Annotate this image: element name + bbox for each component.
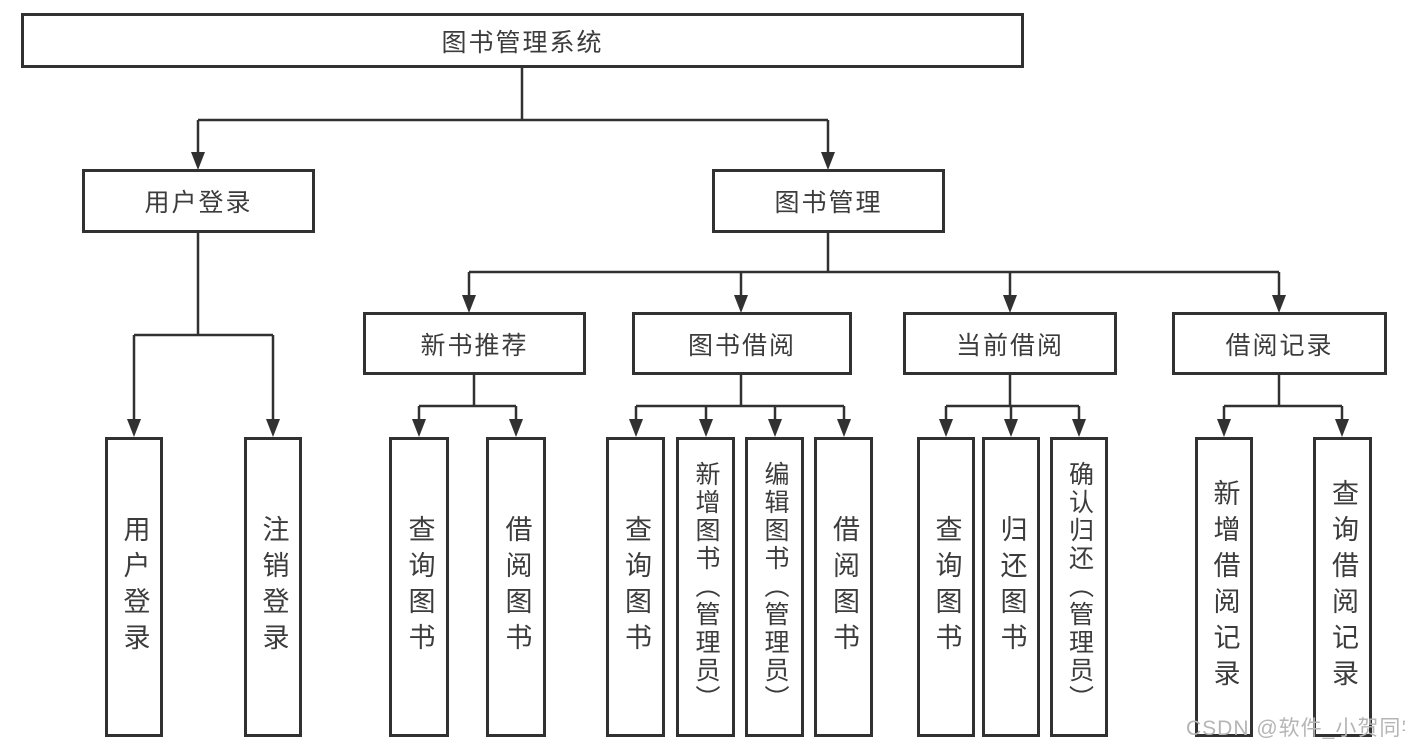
csdn-watermark: CSDN @软件_小贺同学 <box>1186 717 1405 740</box>
leaf-confirm-return-admin-label: 确认归还（管理员） <box>1065 461 1094 713</box>
leaf-add-borrow-record: 新增借阅记录 <box>1195 437 1253 737</box>
connector-borrowing-to-leaves <box>634 375 846 421</box>
leaf-query-books-borrowing-label: 查询图书 <box>621 515 651 659</box>
leaf-query-borrow-record: 查询借阅记录 <box>1313 437 1372 737</box>
connector-userlogin-to-leaves <box>132 233 275 421</box>
node-new-book-recommend-label: 新书推荐 <box>420 331 529 360</box>
node-root-label: 图书管理系统 <box>441 28 604 57</box>
node-user-login-branch: 用户登录 <box>82 169 315 233</box>
node-book-borrowing-label: 图书借阅 <box>687 331 796 360</box>
leaf-user-login: 用户登录 <box>105 437 163 737</box>
node-root: 图书管理系统 <box>21 13 1024 68</box>
leaf-confirm-return-admin: 确认归还（管理员） <box>1050 437 1108 737</box>
node-borrowing-records-label: 借阅记录 <box>1225 331 1334 360</box>
node-book-borrowing: 图书借阅 <box>632 312 852 375</box>
node-new-book-recommend: 新书推荐 <box>363 312 586 375</box>
leaf-query-books-recommend-label: 查询图书 <box>404 515 435 659</box>
leaf-logout: 注销登录 <box>244 437 302 737</box>
leaf-user-login-label: 用户登录 <box>119 515 150 659</box>
leaf-logout-label: 注销登录 <box>258 515 289 659</box>
leaf-add-borrow-record-label: 新增借阅记录 <box>1209 479 1240 695</box>
node-book-management-label: 图书管理 <box>774 189 883 217</box>
leaf-edit-books-admin-label: 编辑图书（管理员） <box>761 461 789 713</box>
leaf-add-books-admin-label: 新增图书（管理员） <box>692 461 720 713</box>
leaf-query-books-recommend: 查询图书 <box>389 437 449 737</box>
node-book-management: 图书管理 <box>712 169 945 233</box>
leaf-add-books-admin: 新增图书（管理员） <box>676 437 735 737</box>
leaf-query-borrow-record-label: 查询借阅记录 <box>1328 479 1358 695</box>
leaf-return-books-label: 归还图书 <box>996 515 1027 659</box>
connector-current-to-leaves <box>944 375 1081 421</box>
connector-newbook-to-leaves <box>417 375 518 421</box>
node-borrowing-records: 借阅记录 <box>1172 312 1387 375</box>
leaf-query-books-borrowing: 查询图书 <box>606 437 665 737</box>
node-current-borrowing: 当前借阅 <box>903 312 1117 375</box>
leaf-borrow-books-borrowing-label: 借阅图书 <box>829 515 859 659</box>
leaf-query-books-current-label: 查询图书 <box>931 515 962 659</box>
node-user-login-branch-label: 用户登录 <box>144 189 253 217</box>
leaf-borrow-books-recommend: 借阅图书 <box>486 437 546 737</box>
node-current-borrowing-label: 当前借阅 <box>955 331 1064 360</box>
connector-records-to-leaves <box>1222 375 1344 421</box>
connector-root-to-level2 <box>196 68 830 154</box>
leaf-query-books-current: 查询图书 <box>917 437 975 737</box>
leaf-borrow-books-borrowing: 借阅图书 <box>814 437 873 737</box>
leaf-return-books: 归还图书 <box>982 437 1040 737</box>
leaf-borrow-books-recommend-label: 借阅图书 <box>501 515 532 659</box>
leaf-edit-books-admin: 编辑图书（管理员） <box>745 437 804 737</box>
arrowheads <box>127 152 1349 437</box>
connector-bookmgmt-to-level3 <box>467 233 1281 297</box>
